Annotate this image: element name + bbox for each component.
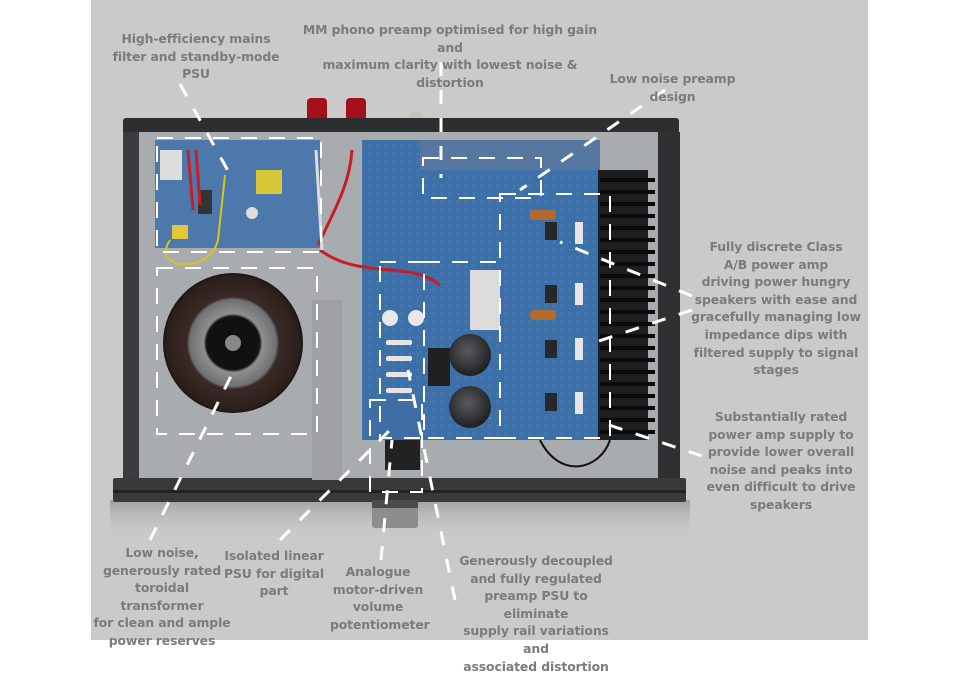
annotation-toroidal-transformer: Low noise, generously rated toroidal tra… <box>93 545 231 648</box>
annotation-digital-psu: Isolated linear PSU for digital part <box>224 548 324 599</box>
box-preamp-main <box>423 261 501 439</box>
chassis-left-wall <box>123 132 139 484</box>
leader-power-supply <box>599 420 703 458</box>
leader-power-amp-1 <box>559 240 693 298</box>
box-digital-psu <box>369 399 423 493</box>
digital-psu-board <box>370 400 420 440</box>
annotation-volume-potentiometer: Analogue motor-driven volume potentiomet… <box>330 564 430 632</box>
chassis-right-wall <box>658 132 680 484</box>
filter-capacitor-1 <box>449 334 491 376</box>
annotation-power-supply: Substantially rated power amp supply to … <box>706 409 856 512</box>
highlight-boxes <box>156 137 611 493</box>
chassis-rear-rail <box>123 118 679 134</box>
heatsink <box>598 170 655 440</box>
box-phono-preamp <box>422 157 542 199</box>
annotation-preamp-psu: Generously decoupled and fully regulated… <box>459 553 613 674</box>
box-toroid <box>156 267 318 435</box>
leader-toroid <box>148 367 237 541</box>
amplifier-illustration <box>110 62 703 601</box>
filter-capacitor-2 <box>449 386 491 428</box>
rear-connectors <box>307 98 422 122</box>
speaker-terminal-1 <box>307 98 327 122</box>
leader-preamp-psu <box>406 369 457 601</box>
box-power-amp <box>499 193 611 439</box>
annotation-mains-filter: High-efficiency mains filter and standby… <box>112 31 280 82</box>
leader-power-amp-2 <box>589 308 693 346</box>
leader-lines <box>148 62 703 601</box>
annotation-power-amp: Fully discrete Class A/B power amp drivi… <box>691 239 861 378</box>
leader-volume <box>379 439 394 561</box>
leader-preamp-design <box>519 88 666 192</box>
box-preamp-psu <box>379 261 425 439</box>
annotation-phono-preamp: MM phono preamp optimised for high gain … <box>302 22 598 90</box>
speaker-terminal-2 <box>346 98 366 122</box>
annotation-preamp-design: Low noise preamp design <box>609 71 736 104</box>
leader-mains-filter <box>178 83 234 179</box>
